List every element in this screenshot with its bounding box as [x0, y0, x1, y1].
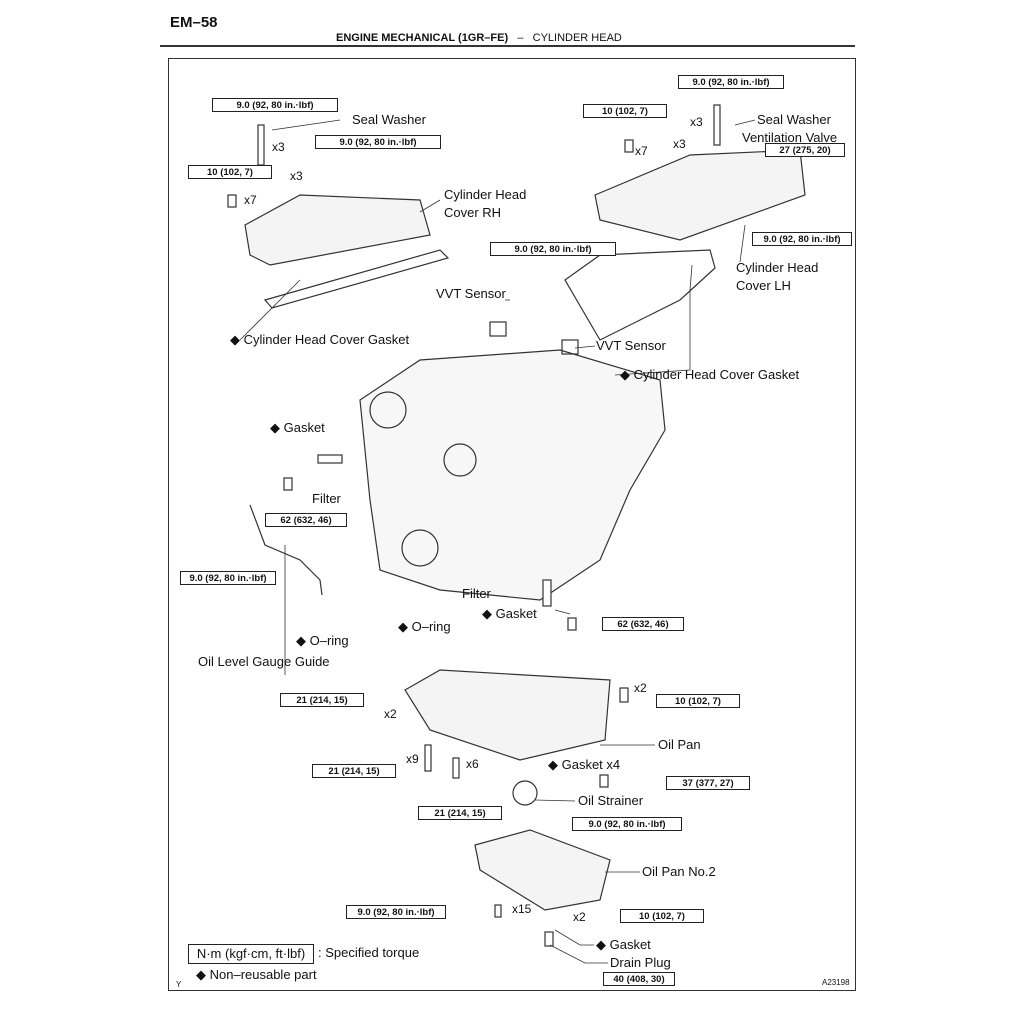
torque-spec: 10 (102, 7): [620, 909, 704, 923]
cylinder-head-cover-rh: [244, 194, 431, 266]
page-header: ENGINE MECHANICAL (1GR–FE) – CYLINDER HE…: [336, 32, 622, 44]
oil-strainer: [512, 780, 538, 806]
part-label: Oil Pan No.2: [642, 864, 716, 879]
part-label: Oil Pan: [658, 737, 701, 752]
cover-gasket-rh: [263, 249, 450, 309]
part-label: ◆ Gasket: [482, 606, 537, 621]
oil-level-gauge-guide: [249, 504, 323, 596]
torque-spec: 9.0 (92, 80 in.·lbf): [752, 232, 852, 246]
part-label: Filter: [312, 491, 341, 506]
header-separator: –: [517, 32, 524, 44]
leader-lines: [239, 119, 756, 964]
part-label: Cover LH: [736, 278, 791, 293]
part-label: Seal Washer: [352, 112, 426, 127]
part-label: Oil Strainer: [578, 793, 644, 808]
torque-spec: 27 (275, 20): [765, 143, 845, 157]
legend-torque-box: N·m (kgf·cm, ft·lbf): [188, 944, 314, 964]
part-label: Drain Plug: [610, 955, 671, 970]
part-label: VVT Sensor: [596, 338, 666, 353]
part-label: Ventilation Valve: [742, 130, 838, 145]
quantity-label: x15: [512, 902, 532, 916]
vvt-sensor-lh: [561, 339, 579, 355]
torque-spec: 62 (632, 46): [602, 617, 684, 631]
part-label: Cover RH: [444, 205, 502, 220]
torque-spec: 62 (632, 46): [265, 513, 347, 527]
torque-spec: 9.0 (92, 80 in.·lbf): [346, 905, 446, 919]
part-label: ◆ Gasket: [270, 420, 325, 435]
quantity-label: x3: [673, 137, 686, 151]
section-title: ENGINE MECHANICAL (1GR–FE): [336, 32, 509, 44]
header-rule: [160, 45, 855, 47]
diagram-frame: [168, 58, 856, 991]
torque-spec: 21 (214, 15): [312, 764, 396, 778]
bolts: [227, 104, 721, 947]
subsection-title: CYLINDER HEAD: [532, 32, 622, 44]
quantity-label: x3: [272, 140, 285, 154]
quantity-label: x6: [466, 757, 479, 771]
part-label: ◆ O–ring: [398, 619, 451, 634]
quantity-label: x2: [634, 681, 647, 695]
torque-spec: 21 (214, 15): [280, 693, 364, 707]
quantity-label: x7: [635, 144, 648, 158]
vvt-sensor-rh: [489, 321, 507, 337]
part-label: Filter: [462, 586, 491, 601]
quantity-label: x9: [406, 752, 419, 766]
engine-block: [359, 349, 666, 601]
cam-sprocket: [369, 391, 407, 429]
cylinder-head-cover-lh: [594, 149, 806, 241]
timing-gear: [443, 443, 477, 477]
oil-pan: [404, 669, 611, 761]
quantity-label: x7: [244, 193, 257, 207]
torque-spec: 40 (408, 30): [603, 972, 675, 986]
footer-mark: Y: [176, 980, 182, 989]
torque-spec: 9.0 (92, 80 in.·lbf): [678, 75, 784, 89]
part-label: VVT Sensor: [436, 286, 506, 301]
quantity-label: x2: [573, 910, 586, 924]
torque-spec: 9.0 (92, 80 in.·lbf): [490, 242, 616, 256]
torque-spec: 10 (102, 7): [583, 104, 667, 118]
torque-spec: 10 (102, 7): [656, 694, 740, 708]
page-number: EM–58: [170, 14, 218, 31]
part-label: ◆ Gasket: [596, 937, 651, 952]
cover-gasket-lh: [564, 249, 716, 341]
crank-pulley: [401, 529, 439, 567]
quantity-label: x2: [384, 707, 397, 721]
quantity-label: x3: [290, 169, 303, 183]
torque-spec: 9.0 (92, 80 in.·lbf): [315, 135, 441, 149]
figure-id: A23198: [822, 978, 850, 987]
part-label: ◆ Cylinder Head Cover Gasket: [230, 332, 410, 347]
torque-spec: 21 (214, 15): [418, 806, 502, 820]
part-label: Cylinder Head: [736, 260, 819, 275]
part-label: Oil Level Gauge Guide: [198, 654, 330, 669]
torque-spec: 9.0 (92, 80 in.·lbf): [180, 571, 276, 585]
part-label: Cylinder Head: [444, 187, 527, 202]
part-label: ◆ Gasket x4: [548, 757, 621, 772]
legend-non-reusable: ◆ Non–reusable part: [196, 967, 317, 982]
part-label: ◆ O–ring: [296, 633, 349, 648]
torque-spec: 9.0 (92, 80 in.·lbf): [572, 817, 682, 831]
oil-pan-no2: [474, 829, 611, 911]
part-label: Seal Washer: [757, 112, 831, 127]
part-label: ◆ Cylinder Head Cover Gasket: [620, 367, 800, 382]
torque-spec: 37 (377, 27): [666, 776, 750, 790]
legend-torque-text: : Specified torque: [318, 945, 420, 960]
torque-spec: 10 (102, 7): [188, 165, 272, 179]
torque-spec: 9.0 (92, 80 in.·lbf): [212, 98, 338, 112]
quantity-label: x3: [690, 115, 703, 129]
